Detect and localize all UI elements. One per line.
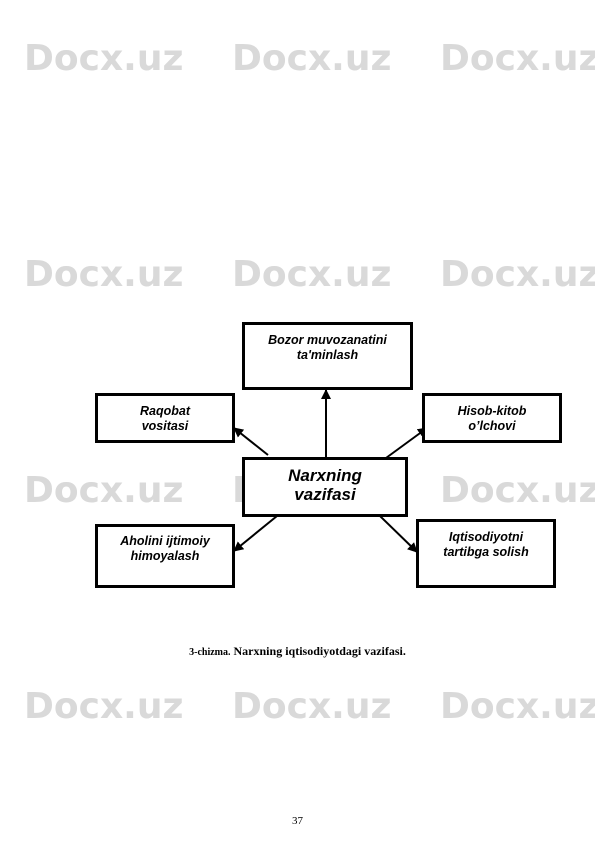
arrow-to-bottom-left: [233, 515, 278, 552]
figure-caption: 3-chizma. Narxning iqtisodiyotdagi vazif…: [0, 644, 595, 659]
arrow-to-bottom-right: [379, 515, 418, 553]
arrow-to-right: [385, 427, 428, 459]
node-label: himoyalash: [130, 549, 200, 563]
node-market-equilibrium: Bozor muvozanatini ta'minlash: [242, 322, 413, 390]
node-label: ta'minlash: [296, 348, 359, 362]
node-label: Bozor muvozanatini: [268, 333, 387, 347]
node-label: Hisob-kitob: [457, 404, 527, 418]
figure-caption-text: Narxning iqtisodiyotdagi vazifasi.: [233, 644, 406, 658]
figure-number: 3-chizma.: [189, 647, 231, 658]
page-number: 37: [292, 815, 303, 827]
node-label: vazifasi: [294, 485, 356, 504]
node-social-protection: Aholini ijtimoiy himoyalash: [95, 524, 235, 588]
node-label: vositasi: [141, 419, 189, 433]
node-accounting-measure: Hisob-kitob o’lchovi: [422, 393, 562, 443]
node-label: o’lchovi: [468, 419, 516, 433]
node-label: Aholini ijtimoiy: [120, 534, 210, 548]
arrow-to-left: [233, 427, 269, 456]
node-competition-tool: Raqobat vositasi: [95, 393, 235, 443]
node-label: Narxning: [288, 466, 362, 485]
node-label: tartibga solish: [443, 545, 529, 559]
node-price-function: Narxning vazifasi: [242, 457, 408, 517]
node-economy-regulation: Iqtisodiyotni tartibga solish: [416, 519, 556, 588]
node-label: Raqobat: [140, 404, 190, 418]
node-label: Iqtisodiyotni: [448, 530, 524, 544]
